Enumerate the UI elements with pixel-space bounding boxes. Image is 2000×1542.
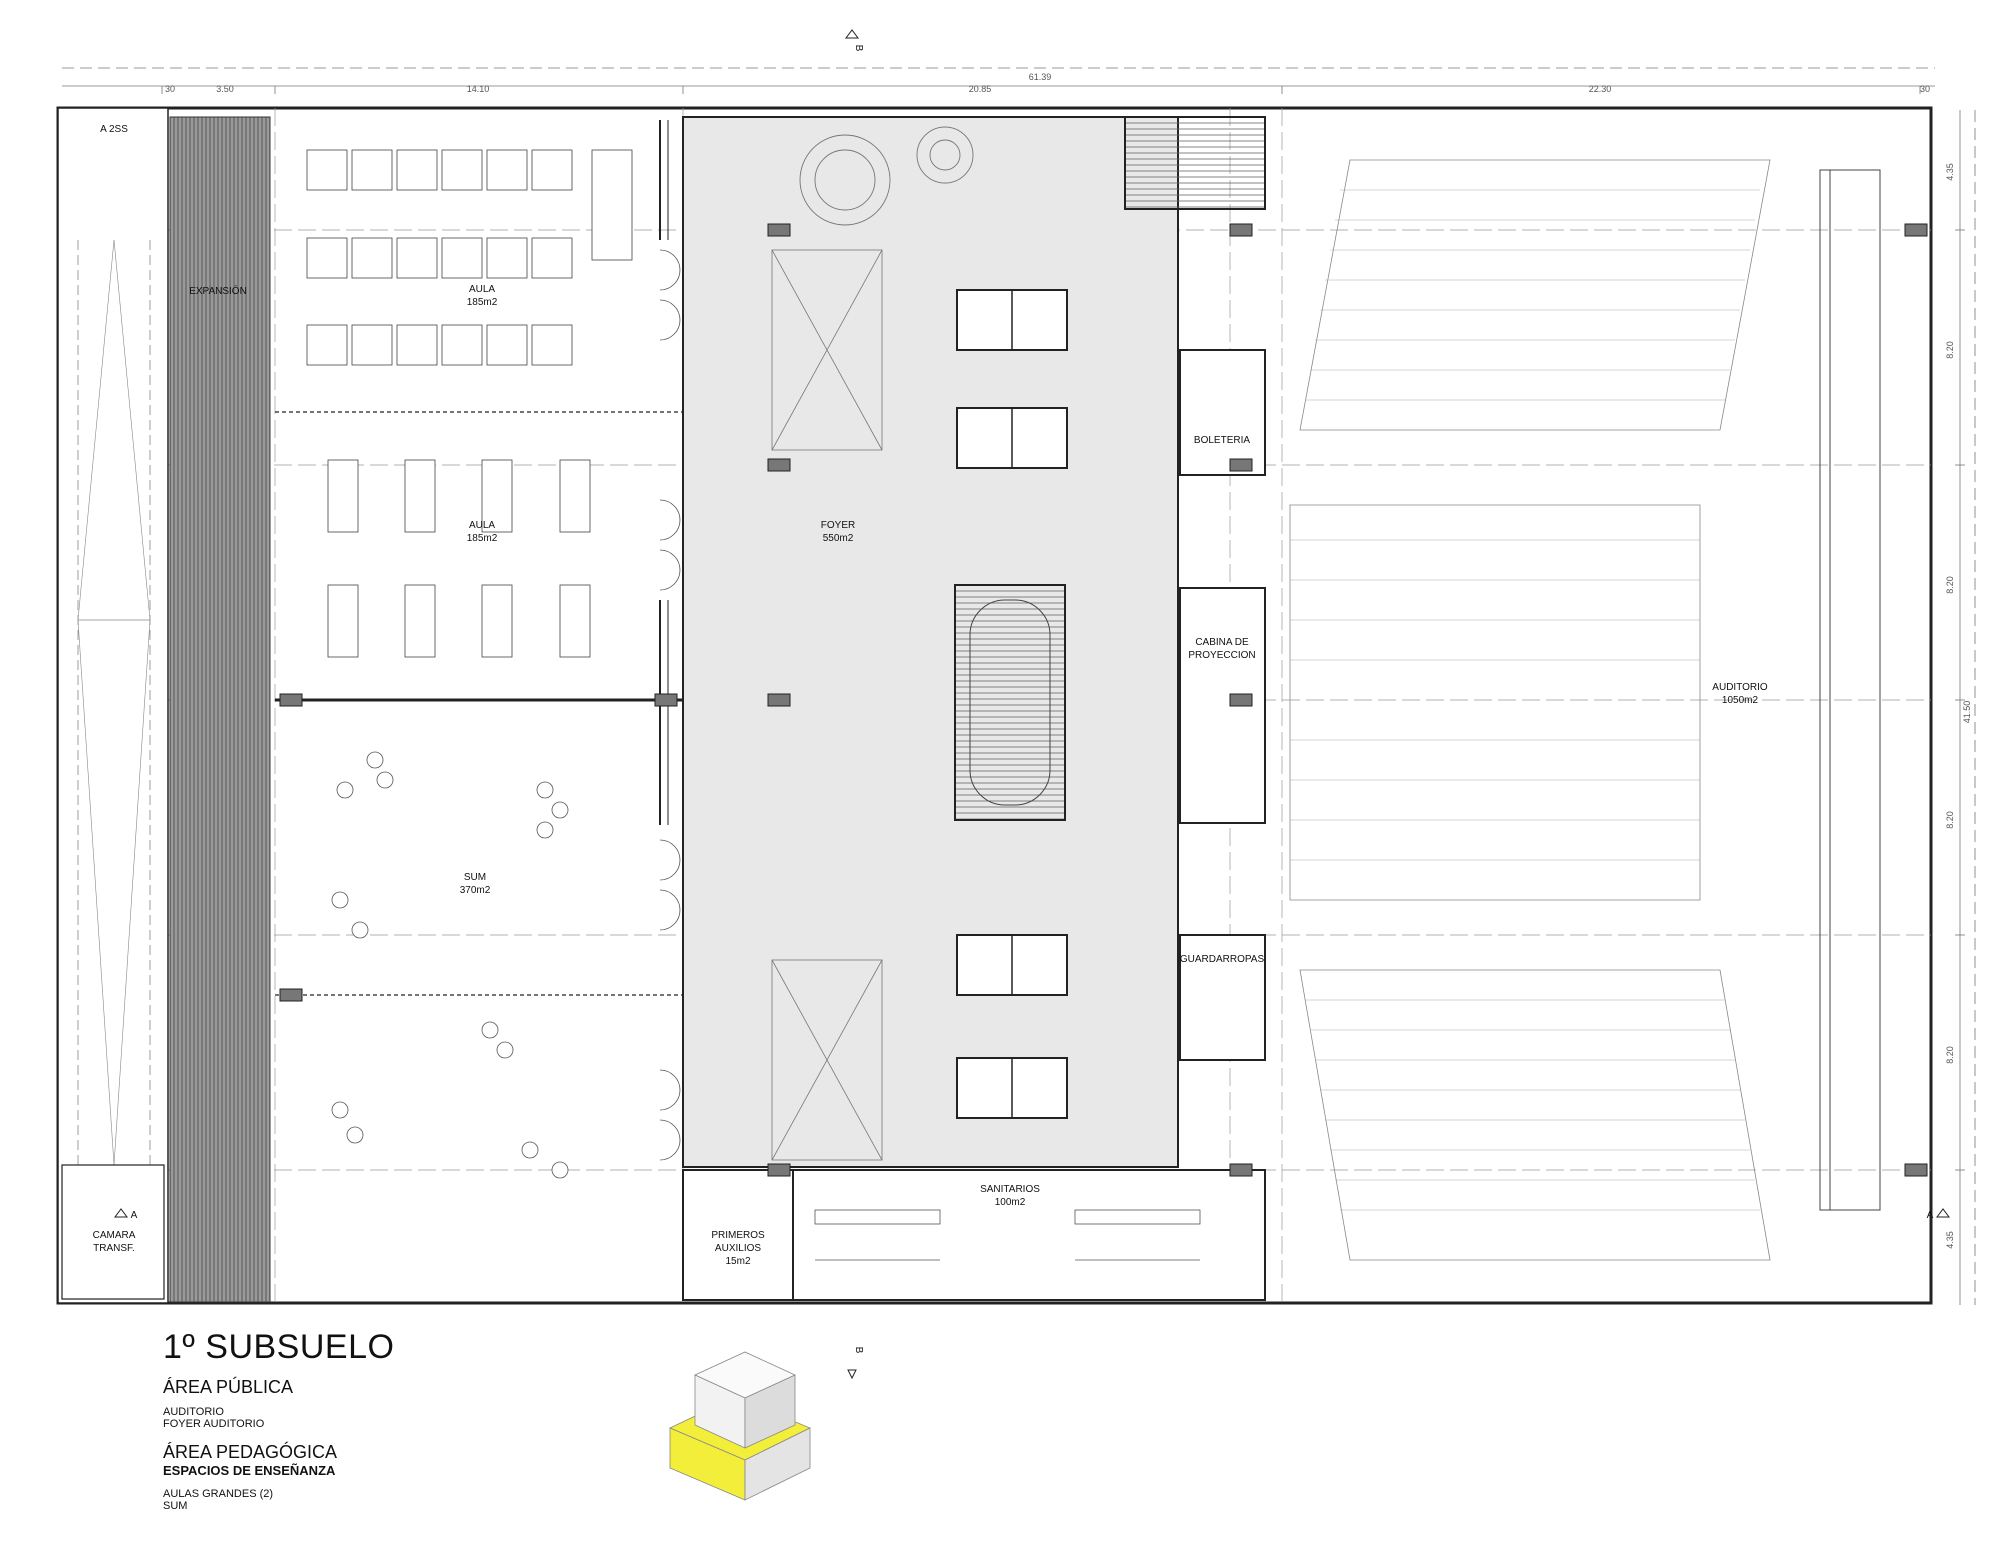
pedagogic-area-item: SUM <box>163 1500 188 1512</box>
section-marker-a-right: A <box>1927 1208 1950 1221</box>
svg-text:CAMARA: CAMARA <box>93 1230 136 1241</box>
dim-total: 61.39 <box>1029 72 1052 82</box>
room-label-aula-2: AULA 185m2 <box>467 520 498 544</box>
svg-text:A: A <box>131 1210 138 1221</box>
axonometric-icon <box>669 1351 811 1501</box>
foyer-floor <box>682 116 1179 1168</box>
dim-v-6: 4.35 <box>1945 1231 1955 1249</box>
classroom-walls <box>275 120 683 996</box>
room-label-a2ss: A 2SS <box>100 124 128 135</box>
svg-text:185m2: 185m2 <box>467 297 498 308</box>
stair-inner <box>969 599 1051 806</box>
dim-seg-2: 3.50 <box>216 84 234 94</box>
drawing-title: 1º SUBSUELO <box>163 1328 395 1366</box>
svg-text:A: A <box>1927 1210 1934 1221</box>
expansion-wall <box>169 116 271 1303</box>
aula-1-desks <box>306 149 633 366</box>
pedagogic-area-item: AULAS GRANDES (2) <box>163 1488 274 1500</box>
svg-text:15m2: 15m2 <box>725 1256 750 1267</box>
svg-text:PRIMEROS: PRIMEROS <box>711 1230 765 1241</box>
central-stair <box>954 584 1066 821</box>
svg-text:AULA: AULA <box>469 520 495 531</box>
dim-seg-4: 20.85 <box>969 84 992 94</box>
right-dimensions <box>1955 110 1976 1305</box>
sum-tables <box>331 751 569 1179</box>
public-area-item: FOYER AUDITORIO <box>163 1418 265 1430</box>
sanitary-fixtures <box>814 1209 1201 1261</box>
section-marker-b-top: B <box>845 29 864 52</box>
stage <box>1819 169 1881 1211</box>
dim-v-3: 8.20 <box>1945 576 1955 594</box>
public-area-item: AUDITORIO <box>163 1406 224 1418</box>
classroom-doors <box>659 249 681 1161</box>
room-label-sum: SUM 370m2 <box>460 872 491 896</box>
room-label-auditorio: AUDITORIO 1050m2 <box>1712 682 1768 706</box>
dim-seg-1: 30 <box>165 84 175 94</box>
structural-columns <box>279 223 1928 1177</box>
svg-text:AUDITORIO: AUDITORIO <box>1712 682 1768 693</box>
section-marker-b-bottom: B <box>847 1347 864 1380</box>
room-label-guardarropas: GUARDARROPAS <box>1180 954 1265 965</box>
auditorium-seating <box>1289 159 1771 1261</box>
svg-text:TRANSF.: TRANSF. <box>93 1243 135 1254</box>
dim-seg-5: 22.30 <box>1589 84 1612 94</box>
pedagogic-area-heading: ÁREA PEDAGÓGICA <box>163 1442 338 1462</box>
room-label-boleteria: BOLETERIA <box>1194 435 1250 446</box>
svg-text:PROYECCION: PROYECCION <box>1188 650 1255 661</box>
svg-text:B: B <box>853 45 864 52</box>
svg-text:CABINA DE: CABINA DE <box>1195 637 1249 648</box>
expansion-wall-lines <box>189 117 251 1302</box>
auditorium-seat-rows <box>1290 189 1760 1211</box>
room-label-cabina: CABINA DE PROYECCION <box>1188 637 1255 661</box>
room-label-sanitarios: SANITARIOS 100m2 <box>980 1184 1040 1208</box>
svg-text:SANITARIOS: SANITARIOS <box>980 1184 1040 1195</box>
room-label-expansion: EXPANSIÓN <box>189 284 247 297</box>
svg-text:185m2: 185m2 <box>467 533 498 544</box>
public-area-heading: ÁREA PÚBLICA <box>163 1377 294 1397</box>
dim-v-5: 8.20 <box>1945 1046 1955 1064</box>
svg-text:1050m2: 1050m2 <box>1722 695 1759 706</box>
foyer-round-benches <box>799 126 974 226</box>
dim-seg-6: 30 <box>1920 84 1930 94</box>
room-label-aula-1: AULA 185m2 <box>467 284 498 308</box>
dim-v-2: 8.20 <box>1945 341 1955 359</box>
section-marker-a-left: A <box>114 1208 138 1221</box>
ramp-strip <box>57 107 169 1304</box>
svg-text:FOYER: FOYER <box>821 520 855 531</box>
svg-text:AUXILIOS: AUXILIOS <box>715 1243 761 1254</box>
room-label-primeros: PRIMEROS AUXILIOS 15m2 <box>711 1230 765 1267</box>
pedagogic-area-subheading: ESPACIOS DE ENSEÑANZA <box>163 1463 336 1478</box>
stair-top <box>1124 116 1266 210</box>
camara-label: CAMARA TRANSF. <box>93 1230 136 1254</box>
svg-text:370m2: 370m2 <box>460 885 491 896</box>
svg-text:100m2: 100m2 <box>995 1197 1026 1208</box>
dim-v-total: 41.50 <box>1962 701 1972 724</box>
top-dimensions <box>62 67 1935 94</box>
service-column <box>1179 349 1266 1061</box>
svg-text:B: B <box>853 1347 864 1354</box>
bottom-services <box>682 1169 1266 1301</box>
svg-text:SUM: SUM <box>464 872 486 883</box>
dim-v-1: 4.35 <box>1945 163 1955 181</box>
svg-text:AULA: AULA <box>469 284 495 295</box>
aula-2-tables <box>327 459 591 658</box>
drawing-legend: 1º SUBSUELO ÁREA PÚBLICA AUDITORIO FOYER… <box>163 1328 394 1512</box>
svg-text:550m2: 550m2 <box>823 533 854 544</box>
dim-seg-3: 14.10 <box>467 84 490 94</box>
room-label-foyer: FOYER 550m2 <box>821 520 855 544</box>
dim-v-4: 8.20 <box>1945 811 1955 829</box>
foyer-voids <box>771 249 883 1161</box>
